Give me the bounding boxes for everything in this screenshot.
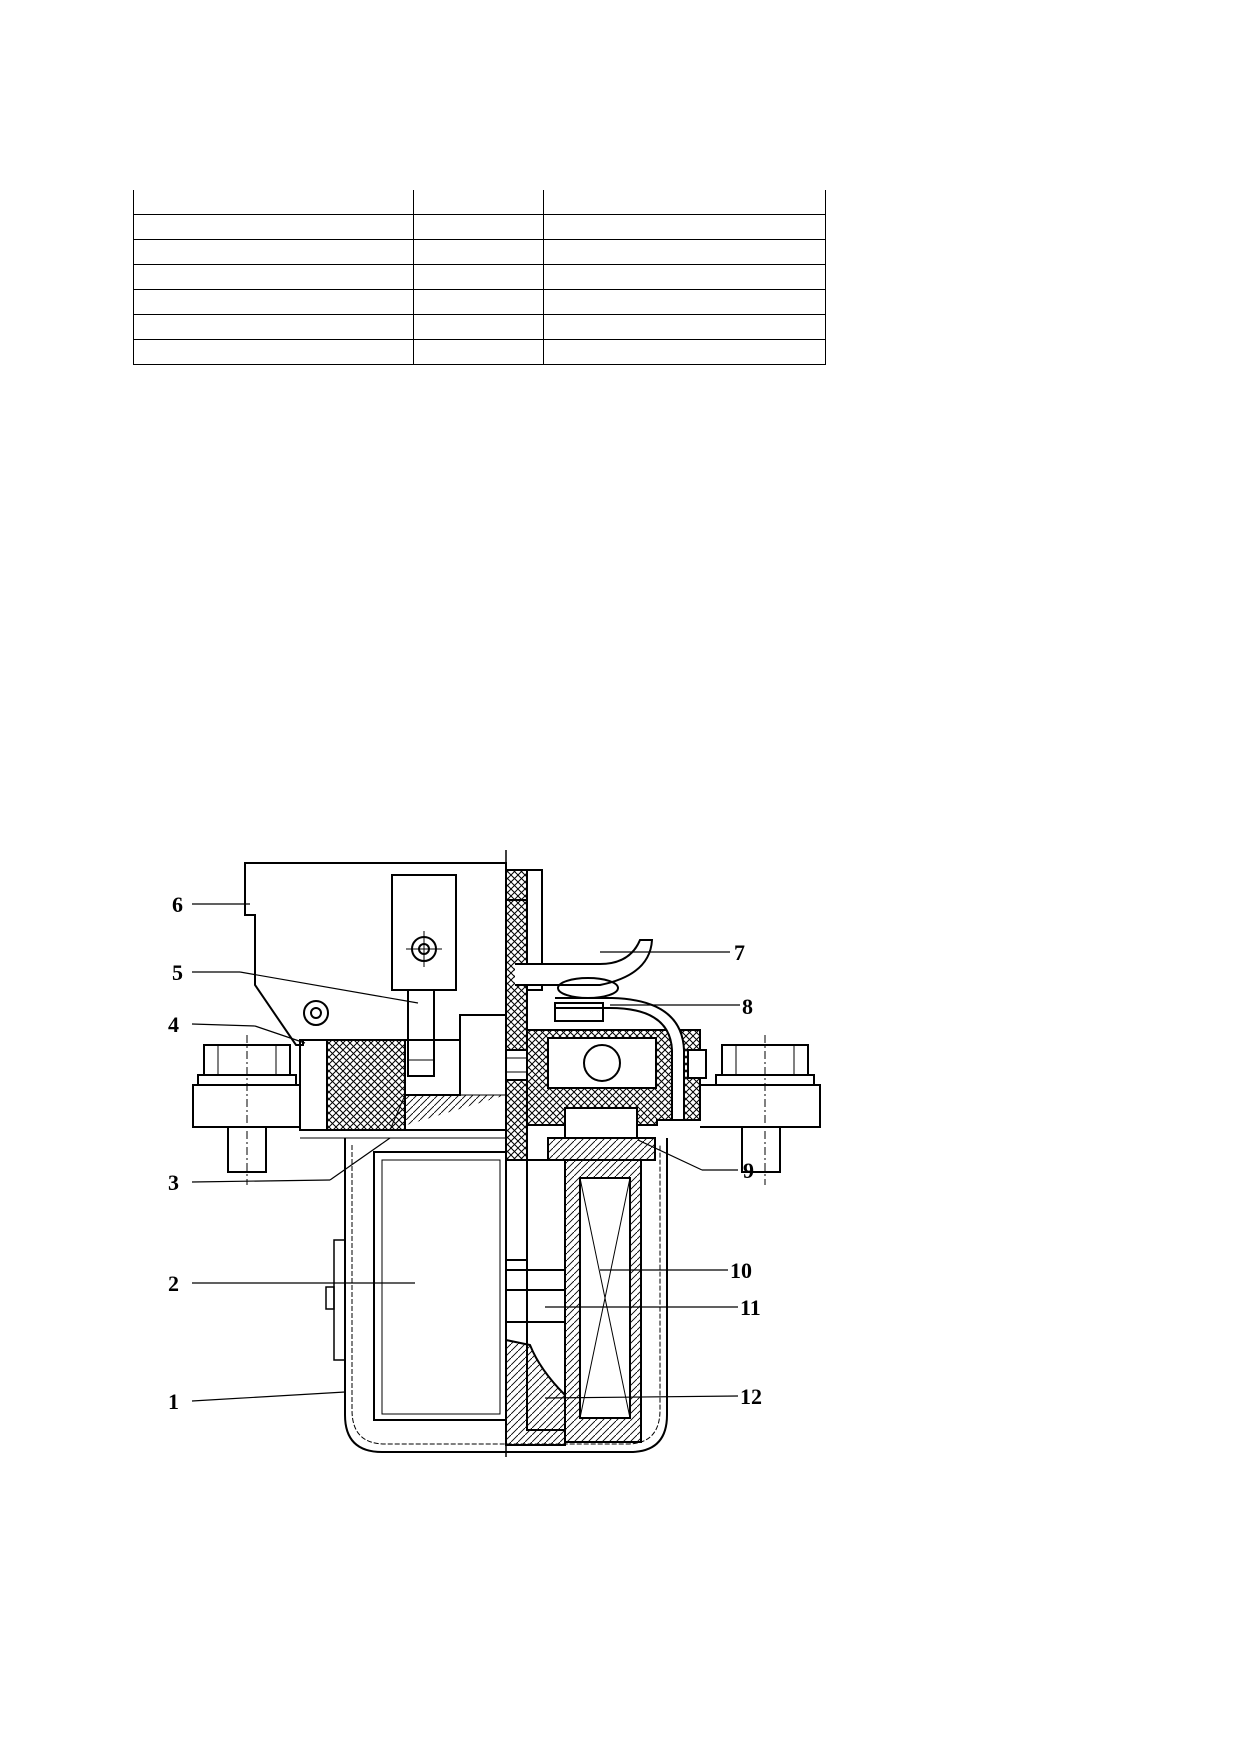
callout-7: 7 [734,940,745,965]
contact-disc [564,1107,638,1139]
table-cell [133,239,414,265]
callout-9: 9 [743,1158,754,1183]
table-cell [543,264,826,290]
table-cell [133,264,414,290]
blank-table [133,190,826,365]
callout-4: 4 [168,1012,179,1037]
table-cell [543,289,826,315]
table-cell [413,190,544,215]
coil-chamber [373,1151,507,1421]
pivot-hole [303,1000,329,1026]
table-cell [133,214,414,240]
right-insulator-strip [505,869,528,1161]
table-cell [543,239,826,265]
lower-base [505,1338,566,1446]
table-cell [133,289,414,315]
table-row [133,339,826,365]
table-cell [133,339,414,365]
insulator-block [326,1039,406,1131]
pin [407,989,435,1077]
callout-8: 8 [742,994,753,1019]
top-housing [244,862,507,1046]
leader-line [191,1179,331,1183]
table-row [133,314,826,340]
table-cell [543,314,826,340]
table-row [133,289,826,315]
callout-10: 10 [730,1258,752,1283]
right-bracket [700,1084,821,1128]
table-row [133,264,826,290]
callout-6: 6 [172,892,183,917]
table-cell [413,264,544,290]
leader-line [191,1023,256,1027]
table-cell [413,289,544,315]
terminal-lead-7 [515,939,654,986]
table-row [133,214,826,240]
plunger-guide [405,1039,461,1096]
leader-line [544,1395,739,1399]
right-bolt-shank [741,1126,781,1173]
table-cell [543,339,826,365]
table-cell [543,214,826,240]
callout-12: 12 [740,1384,762,1409]
table-cell [543,190,826,215]
terminal-lead-8 [555,997,685,1121]
table-cell [413,239,544,265]
callout-1: 1 [168,1389,179,1414]
table-cell [413,214,544,240]
lower-case [344,1138,668,1453]
table-row [133,190,826,215]
table-cell [413,339,544,365]
leader-line [191,1391,346,1402]
callout-11: 11 [740,1295,761,1320]
callout-5: 5 [172,960,183,985]
callout-3: 3 [168,1170,179,1195]
table-row [133,239,826,265]
leader-line [637,1139,703,1171]
callout-2: 2 [168,1271,179,1296]
table-cell [133,190,414,215]
